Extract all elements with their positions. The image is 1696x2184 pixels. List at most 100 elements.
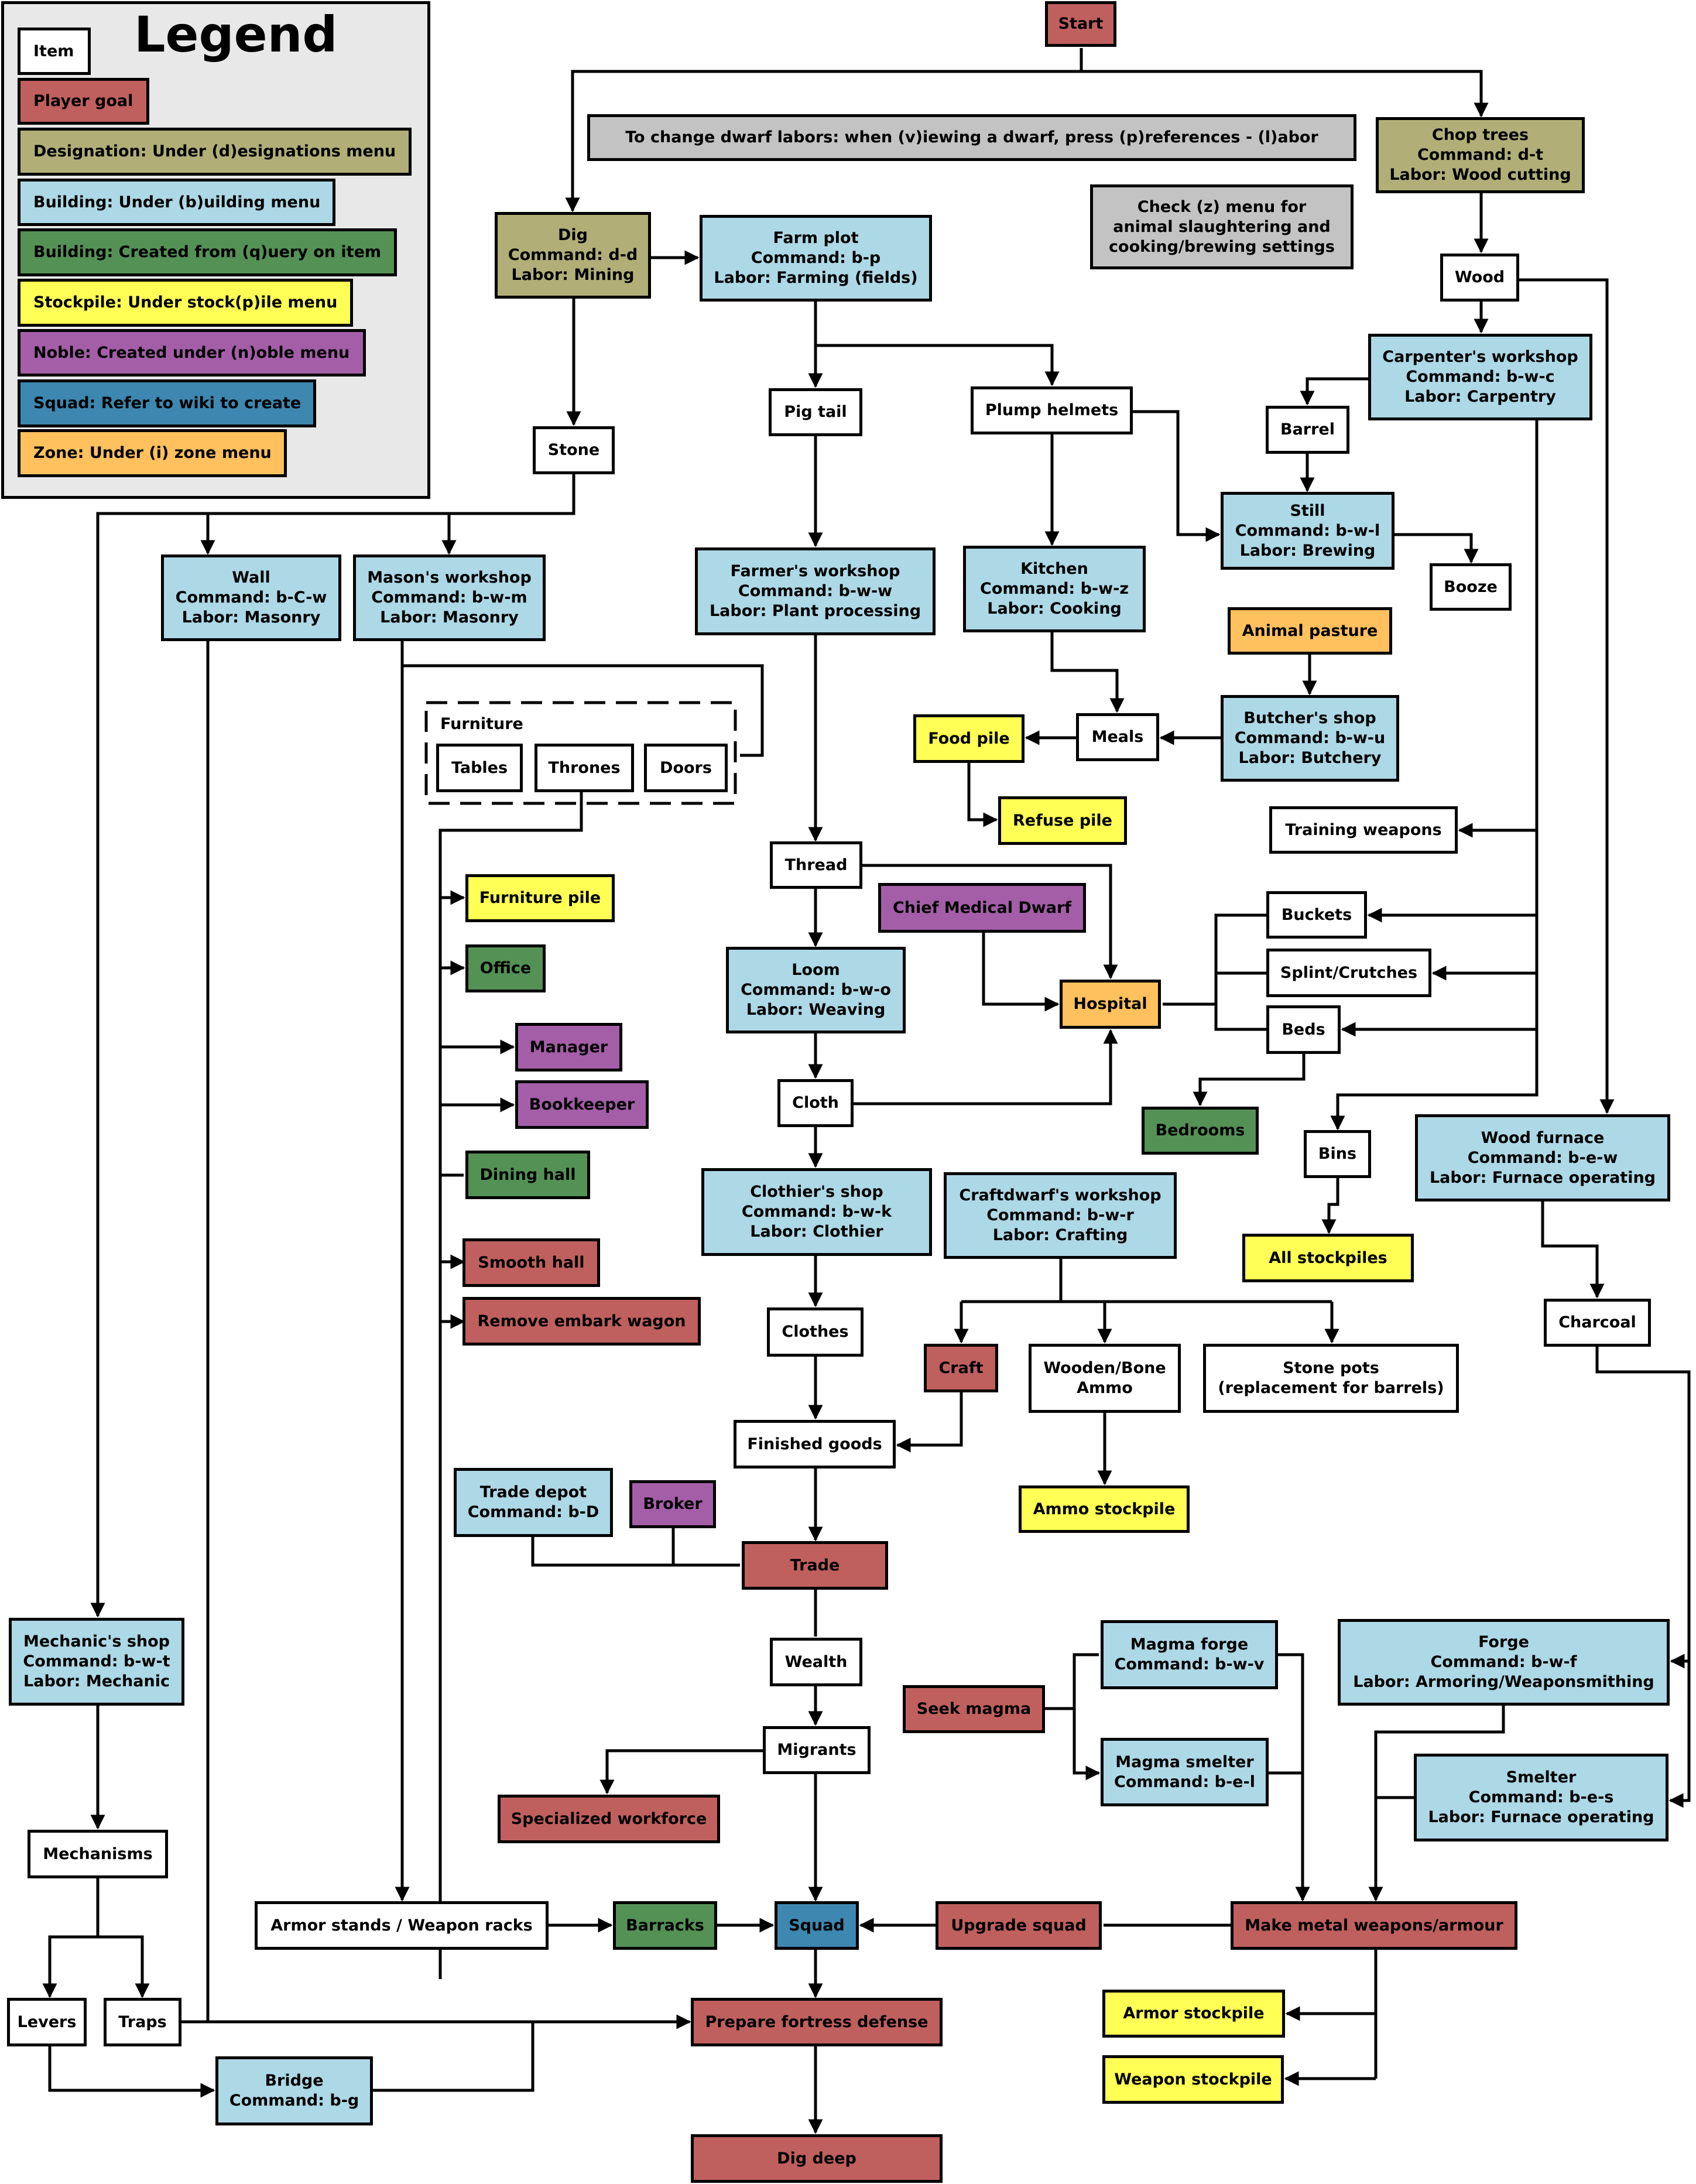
node-embark: Remove embark wagon	[462, 1297, 701, 1346]
node-barrel: Barrel	[1266, 406, 1349, 454]
connector-arrow	[1045, 1653, 1099, 1710]
node-text-line: Wood	[1454, 268, 1505, 286]
connector-arrow	[1278, 1653, 1310, 1902]
node-text-line: Buckets	[1281, 905, 1352, 924]
node-text-line: Mechanic's shop	[23, 1632, 170, 1651]
node-pots: Stone pots(replacement for barrels)	[1203, 1344, 1459, 1413]
node-text-line: Mechanisms	[43, 1844, 153, 1863]
connector-arrow	[967, 763, 998, 827]
legend-entry-label: Building: Created from (q)uery on item	[33, 243, 382, 261]
legend-entry-goal: Player goal	[18, 78, 149, 125]
connector-arrow	[1193, 1054, 1306, 1107]
node-training: Training weapons	[1269, 806, 1458, 854]
node-text-line: Labor: Carpentry	[1404, 388, 1556, 406]
legend-entry-label: Building: Under (b)uilding menu	[33, 193, 321, 211]
node-pigtail: Pig tail	[769, 388, 862, 436]
legend-entry-squad: Squad: Refer to wiki to create	[18, 379, 316, 427]
node-text-line: Mason's workshop	[367, 569, 532, 587]
node-text-line: Farmer's workshop	[730, 562, 900, 580]
connector-arrow	[1073, 1709, 1101, 1781]
connector-arrow	[854, 1029, 1118, 1105]
node-stone: Stone	[533, 426, 615, 474]
node-text-line: Armor stands / Weapon racks	[270, 1916, 533, 1935]
node-smooth: Smooth hall	[462, 1238, 600, 1287]
note-z-menu-line-1: Check (z) menu for	[1137, 197, 1307, 216]
node-tables: Tables	[436, 744, 523, 792]
connector-arrow	[1368, 1706, 1505, 1902]
node-text-line: Labor: Brewing	[1239, 541, 1376, 560]
node-text-line: Labor: Farming (fields)	[714, 269, 918, 287]
node-text-line: Broker	[643, 1495, 703, 1513]
node-text-line: Dig	[558, 226, 588, 244]
node-text-line: Thrones	[548, 758, 621, 777]
node-text-line: Farm plot	[773, 229, 859, 247]
node-text-line: Bedrooms	[1155, 1121, 1245, 1139]
node-text-line: Doors	[660, 758, 712, 777]
node-prepare: Prepare fortress defense	[691, 1998, 943, 2046]
node-text-line: Command: b-w-m	[371, 588, 527, 607]
node-beds: Beds	[1266, 1005, 1341, 1054]
node-text-line: Animal pasture	[1242, 621, 1378, 640]
connector-arrow	[98, 1935, 150, 1998]
node-text-line: Clothier's shop	[750, 1183, 883, 1201]
node-text-line: Command: b-e-l	[1114, 1772, 1255, 1791]
node-bedrooms: Bedrooms	[1142, 1107, 1259, 1155]
legend-entry-item: Item	[18, 28, 91, 75]
node-text-line: Labor: Crafting	[992, 1226, 1128, 1244]
node-text-line: Furniture pile	[479, 889, 601, 907]
node-hospital: Hospital	[1060, 980, 1161, 1029]
legend-entry-label: Designation: Under (d)esignations menu	[33, 142, 396, 160]
node-ammopile: Ammo stockpile	[1019, 1485, 1190, 1533]
node-text-line: Command: b-w-k	[741, 1203, 892, 1221]
legend-entry-building: Building: Under (b)uilding menu	[18, 179, 335, 226]
connector-arrow	[565, 48, 1083, 213]
node-text-line: Labor: Mining	[511, 266, 635, 284]
node-cmd: Chief Medical Dwarf	[878, 883, 1086, 933]
node-text-line: Command: b-w-c	[1406, 368, 1555, 386]
node-text-line: Charcoal	[1558, 1313, 1636, 1331]
node-text-line: Command: b-w-z	[980, 580, 1129, 598]
note-z-menu-line-2: animal slaughtering and	[1113, 217, 1331, 236]
node-text-line: Barrel	[1280, 420, 1335, 439]
node-text-line: Refuse pile	[1012, 811, 1112, 830]
node-text-line: Command: b-C-w	[175, 588, 327, 607]
node-text-line: Command: d-d	[508, 246, 638, 264]
node-text-line: Labor: Plant processing	[709, 602, 921, 620]
node-splint: Splint/Crutches	[1266, 949, 1431, 997]
node-text-line: Labor: Weaving	[746, 1001, 886, 1019]
legend-entry-label: Squad: Refer to wiki to create	[33, 394, 301, 412]
node-text-line: Forge	[1478, 1633, 1529, 1651]
node-finished: Finished goods	[734, 1420, 896, 1468]
connector-arrow	[1321, 1178, 1339, 1234]
legend-entry-label: Stockpile: Under stock(p)ile menu	[33, 293, 338, 311]
node-text-line: Prepare fortress defense	[705, 2012, 928, 2031]
node-craft: Craft	[924, 1344, 998, 1392]
connector-arrow	[42, 1878, 100, 1998]
node-text-line: Command: b-p	[751, 249, 881, 267]
node-text-line: Wood furnace	[1481, 1128, 1605, 1147]
node-booze: Booze	[1430, 563, 1512, 611]
node-text-line: Meals	[1091, 728, 1144, 746]
legend-entry-label: Item	[33, 42, 74, 60]
node-foodpile: Food pile	[913, 714, 1025, 763]
legend-entry-stockpile: Stockpile: Under stock(p)ile menu	[18, 279, 353, 327]
connector-arrow	[373, 2022, 535, 2092]
node-text-line: Trade	[790, 1556, 840, 1574]
node-allpiles: All stockpiles	[1242, 1234, 1414, 1282]
connector-arrow	[90, 474, 575, 1618]
node-specialized: Specialized workforce	[498, 1795, 720, 1843]
node-text-line: Splint/Crutches	[1280, 963, 1418, 982]
node-charcoal: Charcoal	[1544, 1299, 1651, 1347]
node-text-line: Bins	[1318, 1145, 1357, 1163]
node-text-line: Labor: Armoring/Weaponsmithing	[1353, 1673, 1654, 1691]
node-text-line: Command: b-e-w	[1467, 1148, 1618, 1167]
node-text-line: Labor: Furnace operating	[1428, 1808, 1654, 1826]
node-text-line: Labor: Butchery	[1238, 749, 1382, 767]
node-thread: Thread	[770, 841, 862, 889]
